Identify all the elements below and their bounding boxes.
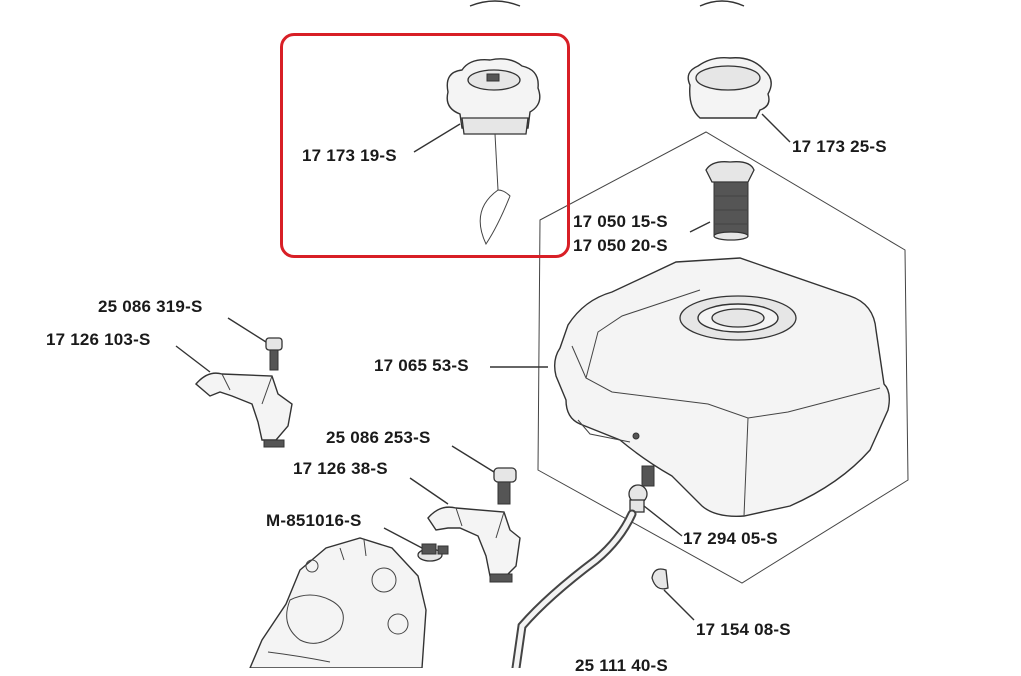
bracket-upper <box>195 372 293 448</box>
fuel-cap-tethered <box>446 58 541 246</box>
label-bracket-top: 17 126 103-S <box>46 330 151 349</box>
highlight-box <box>280 33 570 258</box>
label-bracket-mid: 17 126 38-S <box>293 459 388 478</box>
fuel-tank <box>553 257 891 517</box>
flange-nut <box>417 543 449 562</box>
bolt-upper <box>265 337 283 371</box>
assembly-outline <box>537 131 909 584</box>
label-cap-plain: 17 173 25-S <box>792 137 887 156</box>
label-tank: 17 065 53-S <box>374 356 469 375</box>
label-clip: 17 154 08-S <box>696 620 791 639</box>
top-arc-right <box>699 0 745 7</box>
top-arc-left <box>469 0 521 7</box>
label-nut: M-851016-S <box>266 511 362 530</box>
hose-clip <box>651 568 669 590</box>
label-hose: 25 111 40-S <box>575 656 668 675</box>
label-strainer-b: 17 050 20-S <box>573 236 668 255</box>
fuel-valve <box>628 465 655 513</box>
fuel-strainer <box>705 161 755 241</box>
bolt-middle <box>493 467 517 505</box>
label-strainer-a: 17 050 15-S <box>573 212 668 231</box>
fuel-cap <box>687 56 772 119</box>
label-bolt-mid: 25 086 253-S <box>326 428 431 447</box>
label-valve: 17 294 05-S <box>683 529 778 548</box>
fuel-hose <box>511 509 637 668</box>
label-cap-highlighted: 17 173 19-S <box>302 146 397 165</box>
leader-lines <box>175 113 791 621</box>
label-bolt-top: 25 086 319-S <box>98 297 203 316</box>
bracket-middle <box>427 506 521 583</box>
engine-block <box>249 537 427 668</box>
